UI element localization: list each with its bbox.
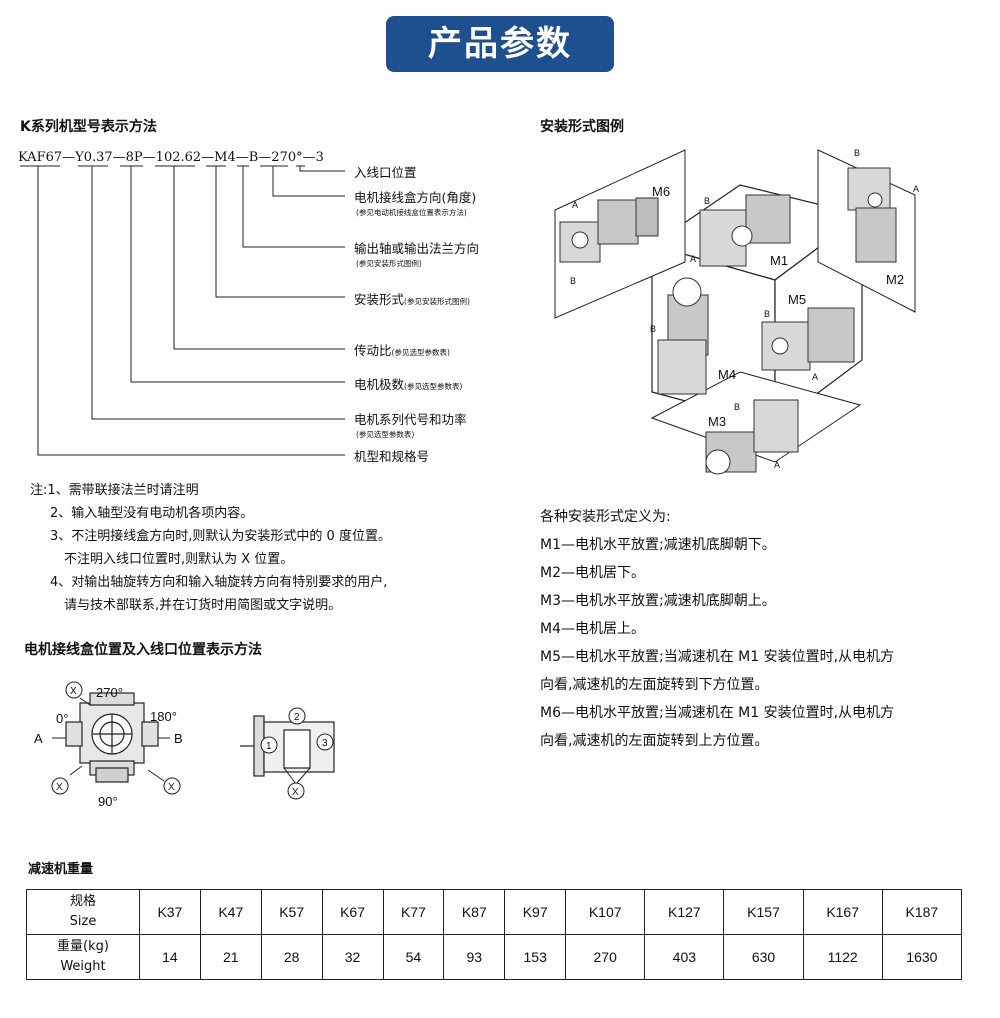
k-series-title: K系列机型号表示方法 — [20, 119, 157, 135]
svg-text:B: B — [570, 276, 576, 286]
angle-90: 90° — [98, 794, 118, 809]
svg-text:B: B — [764, 309, 770, 319]
label-motor-poles: 电机极数(参见选型参数表) — [354, 377, 463, 392]
note-4: 4、对输出轴旋转方向和输入轴旋转方向有特别要求的用户, — [50, 575, 388, 590]
weight-cell: 630 — [723, 934, 804, 980]
weight-cell: 1630 — [881, 934, 963, 980]
svg-text:B: B — [854, 148, 860, 158]
label-terminal-box-direction: 电机接线盒方向(角度) — [354, 190, 477, 205]
weight-cell: 54 — [382, 934, 445, 980]
mounting-def-m5-cont: 向看,减速机的左面旋转到下方位置。 — [540, 677, 769, 693]
entry-x-4: X — [292, 787, 299, 798]
page-banner-title: 产品参数 — [386, 16, 614, 72]
label-terminal-box-direction-note: (参见电动机接线盒位置表示方法) — [356, 208, 467, 217]
mounting-def-m5: M5—电机水平放置;当减速机在 M1 安装位置时,从电机方 — [540, 649, 895, 665]
label-output-shaft-direction-note: (参见安装形式图例) — [356, 259, 422, 268]
size-cell: K57 — [260, 889, 323, 935]
svg-text:B: B — [704, 196, 710, 206]
entry-3: 3 — [322, 738, 328, 749]
angle-0: 0° — [56, 711, 68, 726]
note-3-cont: 不注明入线口位置时,则默认为 X 位置。 — [64, 552, 294, 567]
size-cell: K37 — [139, 889, 201, 935]
size-cell: K157 — [723, 889, 804, 935]
label-mounting-form: 安装形式(参见安装形式图例) — [354, 292, 470, 307]
mount-m4: M4 — [718, 367, 736, 382]
label-entry-position: 入线口位置 — [354, 165, 417, 180]
mounting-intro: 各种安装形式定义为: — [540, 509, 671, 525]
note-4-cont: 请与技术部联系,并在订货时用简图或文字说明。 — [64, 598, 342, 613]
weight-cell: 21 — [199, 934, 262, 980]
size-cell: K87 — [443, 889, 506, 935]
label-ratio: 传动比(参见选型参数表) — [354, 343, 450, 358]
model-code: KAF67—Y0.37—8P—102.62—M4—B—270°—3 — [18, 150, 324, 165]
size-cell: K167 — [802, 889, 883, 935]
note-3: 3、不注明接线盒方向时,则默认为安装形式中的 0 度位置。 — [50, 529, 391, 544]
svg-text:A: A — [913, 184, 919, 194]
mounting-def-m3: M3—电机水平放置;减速机底脚朝上。 — [540, 593, 776, 609]
label-output-shaft-direction: 输出轴或输出法兰方向 — [354, 241, 480, 256]
entry-1: 1 — [266, 741, 272, 752]
weight-header: 重量(kg)Weight — [26, 934, 140, 980]
table-row: 重量(kg)Weight 14 21 28 32 54 93 153 270 4… — [26, 934, 963, 980]
mounting-def-m6: M6—电机水平放置;当减速机在 M1 安装位置时,从电机方 — [540, 705, 895, 721]
side-b: B — [174, 731, 183, 746]
label-frame-size: 机型和规格号 — [354, 449, 430, 464]
label-motor-series-power: 电机系列代号和功率 — [354, 412, 467, 427]
mounting-title: 安装形式图例 — [540, 119, 624, 135]
note-2: 2、输入轴型没有电动机各项内容。 — [50, 506, 254, 521]
mounting-def-m1: M1—电机水平放置;减速机底脚朝下。 — [540, 537, 776, 553]
size-cell: K127 — [644, 889, 725, 935]
svg-text:B: B — [650, 324, 656, 334]
size-cell: K47 — [199, 889, 262, 935]
mount-m3: M3 — [708, 414, 726, 429]
mounting-def-m6-cont: 向看,减速机的左面旋转到上方位置。 — [540, 733, 769, 749]
mounting-def-m4: M4—电机居上。 — [540, 621, 645, 637]
weight-cell: 1122 — [802, 934, 883, 980]
weight-cell: 403 — [644, 934, 725, 980]
entry-x-3: X — [168, 782, 175, 793]
angle-180: 180° — [150, 709, 177, 724]
entry-2: 2 — [294, 712, 300, 723]
angle-270: 270° — [96, 685, 123, 700]
mount-m1: M1 — [770, 253, 788, 268]
weight-cell: 14 — [139, 934, 201, 980]
mount-m2: M2 — [886, 272, 904, 287]
entry-x-1: X — [70, 686, 77, 697]
weight-title: 减速机重量 — [28, 862, 94, 877]
svg-text:B: B — [734, 402, 740, 412]
weight-cell: 93 — [443, 934, 506, 980]
terminal-box-title: 电机接线盒位置及入线口位置表示方法 — [24, 642, 262, 658]
size-cell: K77 — [382, 889, 445, 935]
weight-cell: 32 — [321, 934, 384, 980]
svg-text:A: A — [572, 200, 578, 210]
size-cell: K187 — [881, 889, 963, 935]
size-cell: K97 — [504, 889, 567, 935]
svg-text:A: A — [690, 254, 696, 264]
mount-m6: M6 — [652, 184, 670, 199]
size-cell: K107 — [565, 889, 646, 935]
size-cell: K67 — [321, 889, 384, 935]
weight-cell: 153 — [504, 934, 567, 980]
weight-cell: 28 — [260, 934, 323, 980]
mounting-def-m2: M2—电机居下。 — [540, 565, 645, 581]
side-a: A — [34, 731, 43, 746]
label-motor-series-power-note: (参见选型参数表) — [356, 430, 415, 439]
mount-m5: M5 — [788, 292, 806, 307]
note-1: 注:1、需带联接法兰时请注明 — [30, 483, 199, 498]
weight-cell: 270 — [565, 934, 646, 980]
svg-text:A: A — [774, 460, 780, 470]
svg-text:A: A — [812, 372, 818, 382]
entry-x-2: X — [56, 782, 63, 793]
